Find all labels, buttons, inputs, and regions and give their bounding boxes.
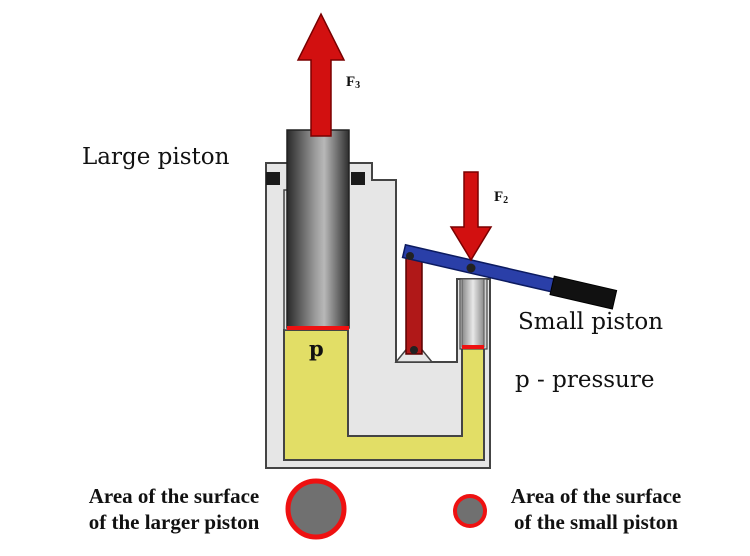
- seal-right: [351, 172, 365, 185]
- area-small-line1: Area of the surface: [510, 484, 682, 508]
- area-small-caption: Area of the surface of the small piston: [486, 483, 706, 535]
- force3-label: F3: [346, 74, 360, 91]
- small-piston: [461, 278, 485, 348]
- link-lower-pin: [410, 346, 418, 354]
- force2-arrow: [449, 171, 493, 262]
- lever-piston-pin: [466, 263, 476, 273]
- area-large-line2: of the larger piston: [88, 510, 260, 534]
- pressure-symbol: p: [309, 336, 324, 361]
- pressure-legend: p - pressure: [515, 367, 655, 393]
- lever-handle: [549, 275, 618, 310]
- force3-symbol: F: [346, 74, 356, 90]
- force2-symbol: F: [494, 189, 504, 205]
- large-area-disk: [285, 478, 347, 540]
- large-piston-label: Large piston: [82, 144, 230, 170]
- area-large-caption: Area of the surface of the larger piston: [64, 483, 284, 535]
- seal-left: [266, 172, 280, 185]
- lever-pivot-pin: [406, 252, 414, 260]
- small-area-disk: [453, 494, 487, 528]
- area-small-line2: of the small piston: [514, 510, 678, 534]
- force3-subscript: 3: [355, 80, 361, 91]
- force2-label: F2: [494, 189, 508, 206]
- area-large-line1: Area of the surface: [88, 484, 260, 508]
- force2-subscript: 2: [503, 195, 509, 206]
- lever-link: [405, 249, 423, 355]
- small-piston-label: Small piston: [518, 309, 664, 335]
- force3-arrow: [296, 12, 346, 137]
- large-piston: [286, 129, 350, 329]
